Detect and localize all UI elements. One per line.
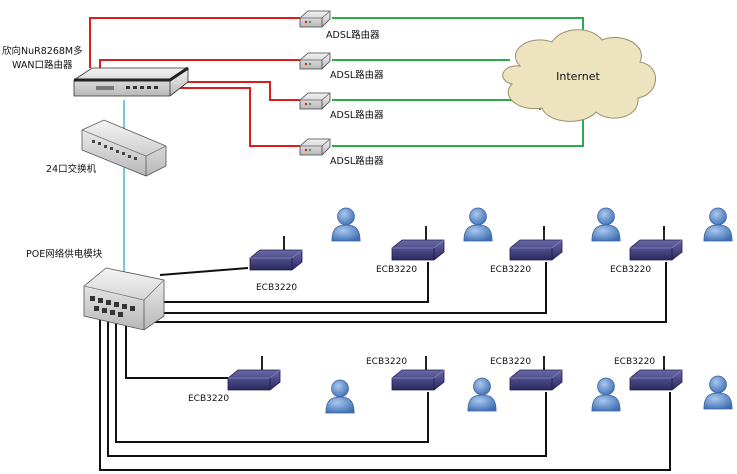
user-icon: [467, 377, 497, 412]
access-point-5: ECB3220: [188, 356, 281, 404]
internet-link-4: [332, 112, 584, 147]
user-icon: [591, 207, 621, 242]
wan-link-3: [160, 81, 300, 101]
wan-link-1: [89, 17, 300, 68]
access-point-7: ECB3220: [490, 356, 563, 391]
lan-cable-ap-8: [99, 318, 671, 471]
poe-power-module: POE网络供电模块: [26, 248, 165, 331]
adsl-router-label: ADSL路由器: [330, 69, 384, 81]
user-icon: [591, 377, 621, 412]
wan-link-4: [160, 87, 300, 147]
adsl-router-label: ADSL路由器: [330, 155, 384, 167]
lan-cable-ap-5: [125, 318, 228, 379]
user-icon: [331, 207, 361, 242]
poe-module-label: POE网络供电模块: [26, 248, 103, 260]
multi-wan-router: 欣向NuR8268M多 WAN口路由器: [2, 45, 189, 97]
adsl-router-3: ADSL路由器: [299, 92, 384, 121]
lan-cable-ap-6: [115, 318, 429, 443]
access-point-label: ECB3220: [376, 265, 417, 275]
access-point-label: ECB3220: [188, 394, 229, 404]
access-point-label: ECB3220: [490, 265, 531, 275]
access-point-label: ECB3220: [614, 357, 655, 367]
access-point-1: ECB3220: [249, 236, 303, 293]
access-point-2: ECB3220: [376, 226, 445, 275]
user-icon: [325, 379, 355, 414]
lan-cable-ap-3: [150, 262, 547, 314]
switch-label: 24口交换机: [46, 163, 97, 175]
main-router-label-line1: 欣向NuR8268M多: [2, 45, 83, 57]
internet-cloud: Internet: [502, 29, 656, 122]
wan-link-2: [99, 59, 300, 68]
main-router-label-line2: WAN口路由器: [12, 59, 73, 71]
internet-label: Internet: [556, 70, 600, 83]
switch-24-port: 24口交换机: [46, 119, 167, 177]
internet-link-3: [332, 99, 541, 110]
access-point-label: ECB3220: [256, 283, 297, 293]
access-point-3: ECB3220: [490, 226, 563, 275]
user-icon: [463, 207, 493, 242]
adsl-router-1: ADSL路由器: [299, 10, 380, 41]
lan-cable-ap-7: [107, 318, 547, 457]
user-icon: [703, 375, 733, 410]
access-point-label: ECB3220: [610, 265, 651, 275]
access-point-8: ECB3220: [614, 356, 683, 391]
adsl-router-2: ADSL路由器: [299, 52, 384, 81]
user-icon: [703, 207, 733, 242]
adsl-router-4: ADSL路由器: [299, 138, 384, 167]
access-point-6: ECB3220: [366, 356, 445, 391]
access-point-label: ECB3220: [490, 357, 531, 367]
access-point-label: ECB3220: [366, 357, 407, 367]
lan-cable-ap-2: [150, 262, 429, 303]
adsl-router-label: ADSL路由器: [326, 29, 380, 41]
lan-cable-ap-1: [159, 267, 249, 276]
adsl-router-label: ADSL路由器: [330, 109, 384, 121]
access-point-4: ECB3220: [610, 226, 683, 275]
lan-cable-ap-4: [150, 262, 667, 323]
wan-links: [89, 17, 300, 147]
lan-cables: [99, 262, 671, 471]
